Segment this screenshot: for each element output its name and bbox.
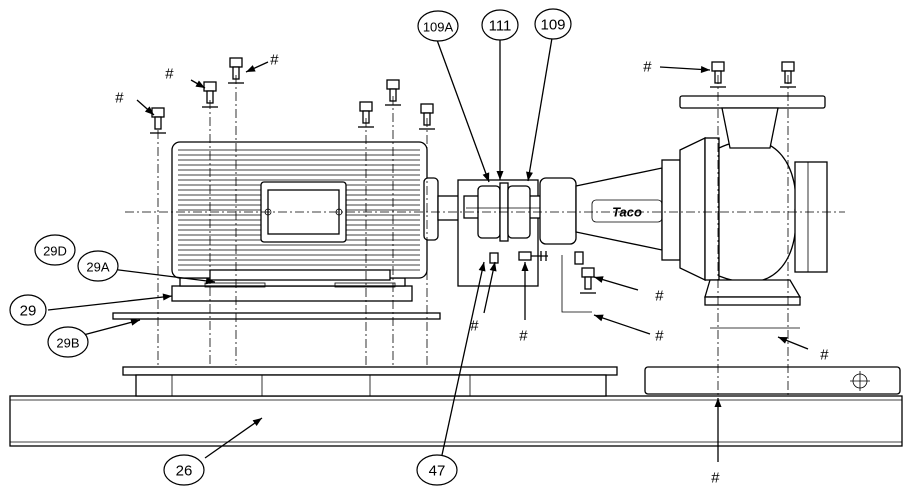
callout-29a-text: 29A <box>86 260 109 275</box>
callout-47-text: 47 <box>429 463 446 480</box>
leader-arrowheads <box>130 65 788 427</box>
arrowhead <box>482 172 490 182</box>
pump: Taco <box>539 95 828 329</box>
arrowhead <box>778 337 788 344</box>
arrowhead <box>478 262 486 272</box>
hash-label: # <box>270 52 279 69</box>
callout-111-text: 111 <box>489 18 512 35</box>
hash-label: # <box>655 288 664 305</box>
hash-label: # <box>820 347 829 364</box>
arrowhead <box>700 65 710 73</box>
callout-29-text: 29 <box>20 303 37 320</box>
hash-label: # <box>711 470 720 487</box>
hash-label: # <box>115 90 124 107</box>
shim-plates <box>112 277 441 320</box>
callout-109-text: 109 <box>540 17 565 34</box>
arrowhead <box>714 398 722 407</box>
arrowhead <box>205 277 215 285</box>
callout-26: 26 <box>163 454 205 486</box>
hash-label: # <box>165 66 174 83</box>
hash-labels: # # # # # # # # # # <box>115 52 829 487</box>
callout-111: 111 <box>481 9 519 41</box>
callout-26-text: 26 <box>176 463 193 480</box>
arrowhead <box>594 314 604 322</box>
callout-29b: 29B <box>47 326 89 358</box>
base-frame <box>9 395 903 447</box>
hash-label: # <box>655 328 664 345</box>
callout-47: 47 <box>416 454 458 486</box>
arrowhead <box>130 318 140 326</box>
motor-base-plate <box>122 366 618 397</box>
hash-label: # <box>643 59 652 76</box>
hex-bolt <box>358 101 374 128</box>
hash-label: # <box>519 328 528 345</box>
callout-109: 109 <box>534 8 572 40</box>
callout-29: 29 <box>9 294 47 326</box>
arrowhead <box>496 171 504 180</box>
hex-bolt <box>150 107 166 134</box>
pump-base-plate <box>644 366 901 395</box>
hex-bolt <box>580 267 596 294</box>
arrowhead <box>489 262 497 272</box>
pump-brand-label: Taco <box>612 205 642 220</box>
motor <box>171 141 467 281</box>
arrowhead <box>246 65 256 72</box>
centerlines <box>125 75 845 395</box>
callout-109a-text: 109A <box>423 20 454 35</box>
callout-29d-text: 29D <box>43 244 67 259</box>
arrowhead <box>144 106 154 115</box>
arrowhead <box>252 418 262 427</box>
arrowhead <box>526 171 533 181</box>
callout-29d: 29D <box>34 234 76 266</box>
arrowhead <box>521 262 529 271</box>
arrowhead <box>195 80 205 88</box>
callout-29a: 29A <box>77 250 119 282</box>
callout-109a: 109A <box>417 10 459 42</box>
hash-label: # <box>470 318 479 335</box>
arrowhead <box>594 276 604 283</box>
arrowhead <box>162 293 172 301</box>
callout-29b-text: 29B <box>56 336 79 351</box>
